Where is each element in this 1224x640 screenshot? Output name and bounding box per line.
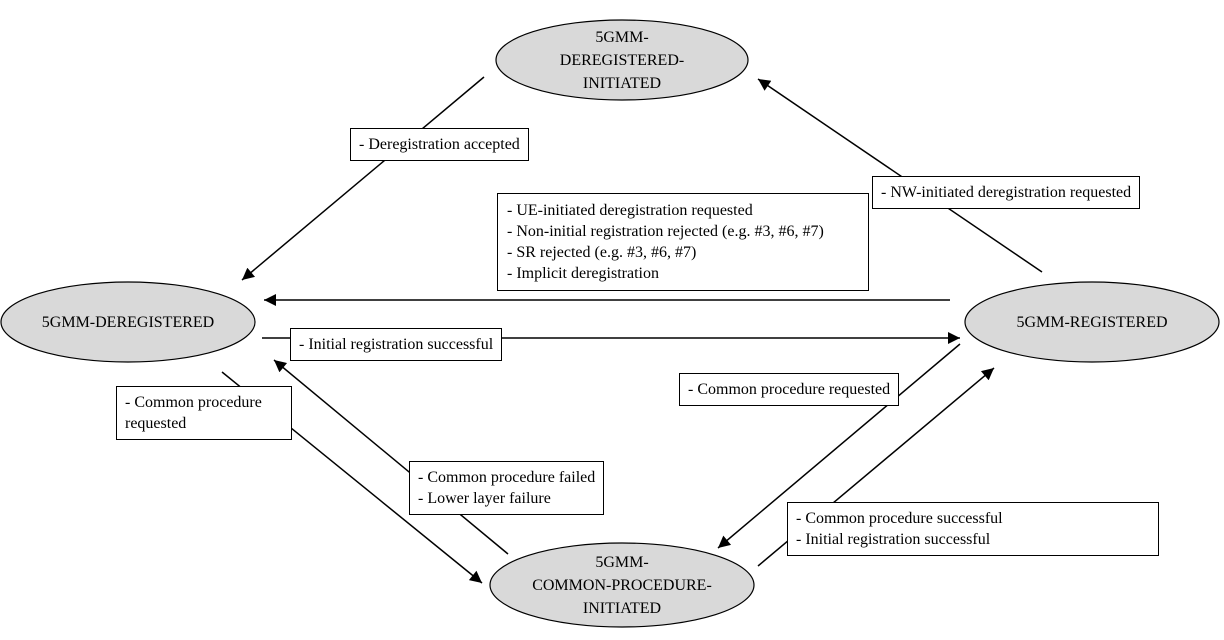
state-registered: 5GMM-REGISTERED [1016, 313, 1168, 331]
state-common-procedure-initiated: 5GMM- COMMON-PROCEDURE- INITIATED [532, 553, 712, 617]
state-deregistered-shape [0, 281, 256, 363]
label-line: - Implicit deregistration [507, 265, 659, 282]
label-line: - SR rejected (e.g. #3, #6, #7) [507, 244, 697, 261]
label-initial-registration-successful: - Initial registration successful [290, 328, 503, 361]
label-line: - Initial registration successful [796, 531, 991, 548]
label-line: - NW-initiated deregistration requested [881, 184, 1132, 201]
label-line: - Initial registration successful [299, 336, 494, 353]
state-deregistered: 5GMM-DEREGISTERED [41, 313, 215, 331]
arrow-registered-to-common [717, 343, 961, 549]
label-nw-initiated-deregistration: - NW-initiated deregistration requested [872, 176, 1141, 209]
label-common-procedure-successful: - Common procedure successful - Initial … [787, 502, 1159, 556]
label-line: - Common procedure requested [688, 381, 891, 398]
label-common-procedure-requested-left: - Common procedure requested [116, 386, 292, 440]
arrow-dereg-initiated-to-deregistered [241, 76, 485, 281]
label-common-procedure-failed: - Common procedure failed - Lower layer … [409, 461, 605, 515]
label-registered-to-deregistered: - UE-initiated deregistration requested … [497, 193, 869, 291]
label-line: - Common procedure failed [418, 469, 596, 486]
label-line: - Common procedure successful [796, 510, 1003, 527]
state-registered-shape [964, 281, 1220, 363]
label-line: - Common procedure requested [125, 394, 262, 432]
state-common-procedure-initiated-shape [489, 542, 755, 628]
label-deregistration-accepted: - Deregistration accepted [350, 128, 529, 161]
label-line: - Deregistration accepted [359, 136, 520, 153]
state-deregistered-initiated-shape [495, 19, 749, 101]
label-line: - UE-initiated deregistration requested [507, 202, 753, 219]
label-line: - Non-initial registration rejected (e.g… [507, 223, 824, 240]
state-deregistered-initiated: 5GMM- DEREGISTERED- INITIATED [559, 28, 685, 92]
label-common-procedure-requested-right: - Common procedure requested [679, 373, 900, 406]
arrow-registered-to-dereg-initiated [757, 78, 1043, 273]
label-line: - Lower layer failure [418, 490, 551, 507]
arrow-common-to-deregistered [273, 359, 509, 555]
